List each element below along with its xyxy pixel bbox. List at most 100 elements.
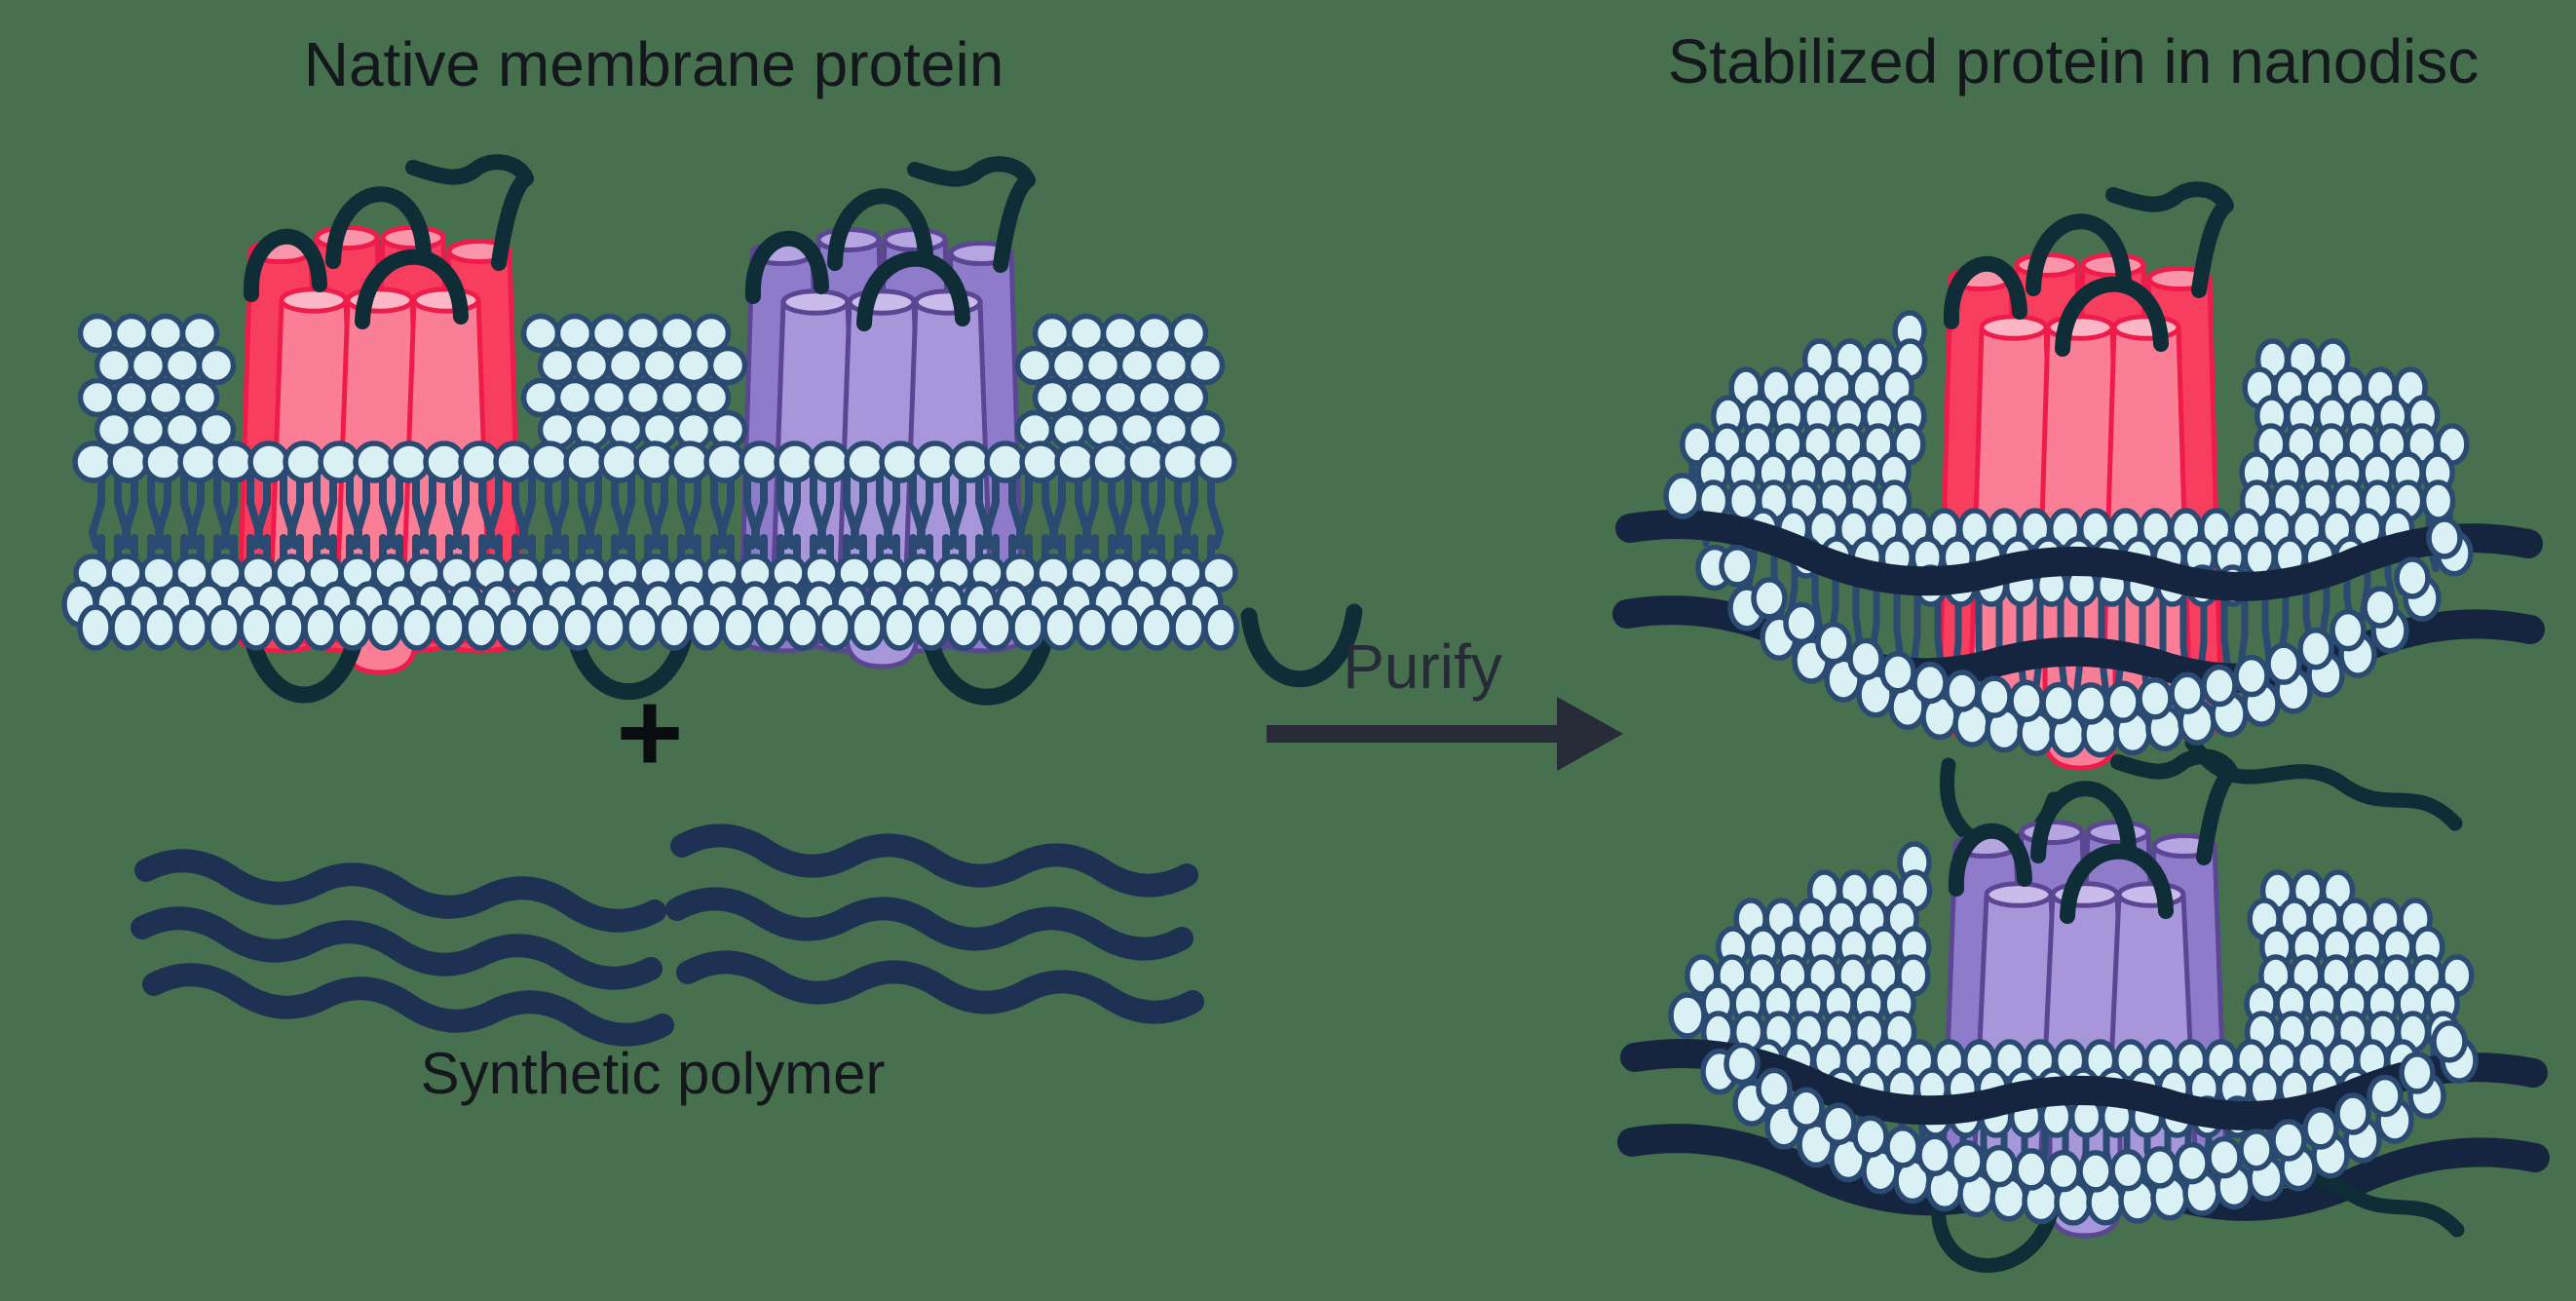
lipid-tail <box>983 470 1000 550</box>
lipid-head <box>809 440 852 483</box>
lipid-tail <box>453 470 470 550</box>
lipid-head <box>554 377 595 418</box>
lipid-head <box>588 313 629 354</box>
protein-loop <box>2060 843 2174 924</box>
lipid-head <box>2426 517 2463 559</box>
lipid-tail <box>685 470 701 550</box>
lipid-head <box>107 440 150 483</box>
lipid-head <box>703 440 746 483</box>
lipid-tail <box>155 470 171 550</box>
lipid-head <box>423 440 466 483</box>
lipid-tail <box>652 470 668 550</box>
lipid-head <box>2265 642 2302 685</box>
protein-helix-top <box>2019 819 2085 846</box>
lipid-head <box>984 440 1027 483</box>
lipid-head <box>1185 345 1226 386</box>
lipid-head <box>528 440 571 483</box>
lipid-tail <box>619 470 635 550</box>
lipid-tail <box>321 470 337 550</box>
lipid-head <box>2367 1074 2404 1118</box>
lipid-head <box>816 604 853 651</box>
protein-loop <box>325 186 432 269</box>
lipid-head <box>571 345 612 386</box>
protein-helix-top <box>279 287 349 314</box>
lipid-tail <box>884 470 900 550</box>
protein-loop <box>243 228 327 302</box>
purify-arrow <box>1267 697 1623 771</box>
lipid-head <box>774 440 816 483</box>
lipid-head <box>145 313 186 354</box>
lipid-head <box>527 604 564 651</box>
lipid-head <box>2174 1141 2211 1185</box>
lipid-head <box>2394 556 2431 599</box>
lipid-head <box>398 604 436 651</box>
lipid-tail <box>851 470 867 550</box>
protein-helix-top <box>913 288 983 316</box>
lipid-head <box>624 604 661 651</box>
lipid-head <box>1783 601 1820 645</box>
protein-loop <box>2105 181 2234 298</box>
lipid-tail <box>586 470 602 550</box>
lipid-tail <box>718 470 735 550</box>
lipid-head <box>2141 1146 2178 1189</box>
lipid-head <box>353 440 396 483</box>
lipid-head <box>1724 1042 1761 1086</box>
lipid-tail <box>552 470 569 550</box>
native-membrane-group <box>61 154 1363 706</box>
lipid-head <box>1847 637 1884 681</box>
lipid-head <box>111 377 152 418</box>
lipid-head <box>1170 604 1207 651</box>
lipid-head <box>1976 675 2013 718</box>
lipid-head <box>1134 313 1175 354</box>
polymer-strand <box>676 950 1204 1024</box>
lipid-head <box>77 377 118 418</box>
lipid-head <box>1852 1115 1889 1159</box>
lipid-tail <box>519 470 536 550</box>
protein-loop <box>2030 781 2137 863</box>
lipid-head <box>2201 664 2238 708</box>
lipid-head <box>388 440 431 483</box>
stabilized-protein-title: Stabilized protein in nanodisc <box>1668 26 2480 96</box>
lipid-head <box>1124 440 1167 483</box>
nanodisc-with-purple-protein <box>1617 748 2550 1274</box>
lipid-head <box>879 440 922 483</box>
lipid-head <box>1106 604 1143 651</box>
membrane-loop <box>919 613 1057 706</box>
lipid-head <box>334 604 371 651</box>
lipid-head <box>2238 1129 2275 1171</box>
lipid-head <box>1719 545 1756 588</box>
lipid-head <box>2206 1135 2243 1179</box>
lipid-tail <box>89 470 105 550</box>
protein-loop <box>355 249 469 329</box>
lipid-head <box>366 604 403 651</box>
protein-helix-top <box>411 287 481 314</box>
lipid-head <box>142 440 185 483</box>
membrane-loop <box>240 611 367 704</box>
protein-helix-top <box>815 226 882 253</box>
protein-loop <box>2055 276 2169 357</box>
protein-helix-top <box>314 224 380 251</box>
lipid-head <box>1168 377 1209 418</box>
lipid-head <box>1788 1087 1825 1130</box>
lipid-head <box>844 440 887 483</box>
lipid-head <box>177 440 220 483</box>
lipid-head <box>1138 604 1175 651</box>
lipid-tail <box>387 470 403 550</box>
synthetic-polymer-label: Synthetic polymer <box>421 1041 886 1106</box>
lipid-head <box>128 345 169 386</box>
lipid-tail <box>751 470 768 550</box>
lipid-head <box>2072 682 2109 725</box>
lipid-head <box>598 440 641 483</box>
lipid-head <box>657 377 698 418</box>
lipid-head <box>1054 440 1097 483</box>
lipid-head <box>752 604 789 651</box>
lipid-head <box>109 604 146 651</box>
protein-loop <box>744 230 829 304</box>
lipid-head <box>1944 670 1981 712</box>
lipid-head <box>2302 1107 2339 1150</box>
protein-loop <box>856 250 970 331</box>
protein-loop <box>1948 823 2032 897</box>
lipid-head <box>1100 313 1141 354</box>
lipid-head <box>431 604 468 651</box>
